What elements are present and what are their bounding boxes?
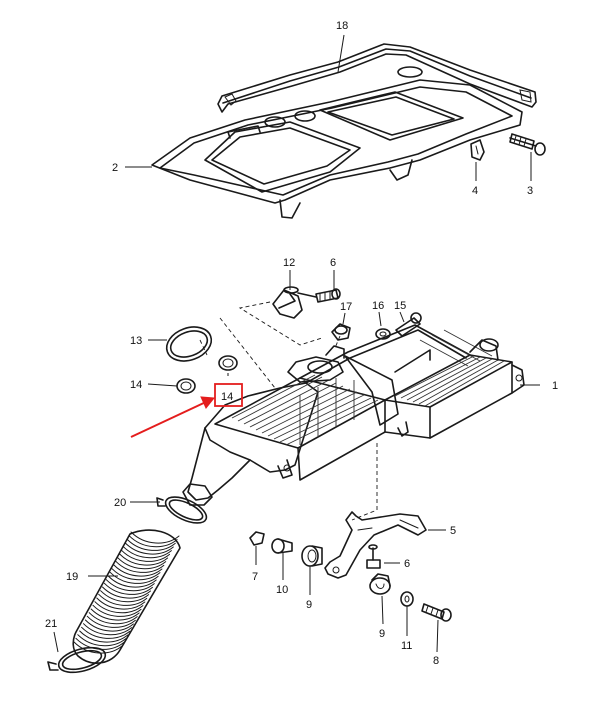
hose-rib: [100, 590, 150, 603]
callout-20: 20: [114, 497, 126, 509]
callout-18: 18: [336, 20, 348, 32]
red-arrow: [130, 400, 209, 438]
hose-rib: [122, 546, 172, 559]
hose-rib: [73, 641, 123, 654]
hose-19: [72, 529, 181, 664]
clamp-20: [156, 496, 208, 524]
callout-14-highlighted: 14: [221, 391, 233, 403]
cooling-fins-right: [394, 329, 505, 407]
hose-rib: [109, 571, 159, 584]
callout-14-left: 14: [130, 379, 142, 391]
callout-13: 13: [130, 335, 142, 347]
hose-rib: [130, 531, 180, 544]
hose-rib: [79, 630, 129, 643]
callout-2: 2: [112, 162, 118, 174]
washer-11: [400, 591, 414, 607]
hose-rib: [96, 597, 146, 610]
hose-rib: [111, 568, 161, 581]
bolt-6-lower: [366, 544, 381, 569]
washer-16: [375, 328, 391, 340]
callout-9-left: 9: [306, 599, 312, 611]
callout-6-lower: 6: [404, 558, 410, 570]
mount-9-left: [301, 545, 323, 567]
o-ring-13: [165, 326, 213, 362]
hose-rib: [121, 549, 170, 562]
callout-19: 19: [66, 571, 78, 583]
callout-17: 17: [340, 301, 352, 313]
hose-rib: [102, 586, 151, 599]
hose-rib: [86, 615, 136, 628]
hose-rib: [98, 593, 148, 606]
assembly-lines: [199, 301, 378, 521]
hose-rib: [113, 564, 163, 577]
clip-nut-4: [470, 139, 485, 161]
hose-rib: [88, 612, 138, 625]
o-ring-14-highlighted: [218, 355, 238, 371]
mount-9-right: [369, 573, 391, 595]
hose-rib: [77, 634, 127, 647]
callout-labels: 18 2 3 4 12 6 17 16 15 13 14 14 1 20 19 …: [45, 20, 558, 667]
screw-3: [509, 133, 546, 156]
callout-9-right: 9: [379, 628, 385, 640]
callout-6-upper: 6: [330, 257, 336, 269]
hose-rib: [105, 579, 155, 592]
bolt-15: [395, 312, 422, 337]
hose-rib: [92, 604, 142, 617]
intercooler-cover-grille: [151, 66, 523, 219]
hose-rib: [119, 553, 169, 566]
hose-rib: [107, 575, 157, 588]
hose-rib: [126, 538, 176, 551]
callout-7: 7: [252, 571, 258, 583]
stud-10: [271, 538, 293, 554]
callout-10: 10: [276, 584, 288, 596]
hose-rib: [124, 542, 174, 555]
callout-8: 8: [433, 655, 439, 667]
callout-11: 11: [401, 640, 412, 652]
callout-21: 21: [45, 618, 57, 630]
o-ring-14-left: [176, 378, 196, 394]
callout-1: 1: [552, 380, 558, 392]
nut-7: [249, 531, 265, 546]
bracket-5: [324, 511, 427, 579]
callout-16: 16: [372, 300, 384, 312]
callout-4: 4: [472, 185, 478, 197]
red-arrow-head: [200, 396, 215, 409]
hose-rib: [83, 623, 132, 636]
leader-lines: [53, 34, 540, 653]
callout-15: 15: [394, 300, 406, 312]
callout-12: 12: [283, 257, 295, 269]
hose-rib: [115, 560, 165, 573]
highlight-marker: [130, 383, 243, 438]
hose-rib: [103, 582, 153, 595]
intercooler-core: [182, 324, 525, 506]
fitting-17: [331, 323, 351, 341]
hose-rib: [90, 608, 140, 621]
hose-rib: [94, 601, 144, 614]
hose-rib: [81, 626, 131, 639]
clamp-21: [47, 646, 107, 674]
bolt-6-upper: [315, 288, 341, 303]
hose-rib: [128, 535, 178, 548]
hose-rib: [117, 557, 167, 570]
callout-3: 3: [527, 185, 533, 197]
cooling-fins-left: [231, 374, 379, 446]
highlight-box: [214, 383, 243, 407]
seal-strip-18: [217, 43, 537, 113]
hose-rib: [84, 619, 134, 632]
sensor-12: [272, 286, 317, 319]
callout-5: 5: [450, 525, 456, 537]
bolt-8: [421, 603, 452, 622]
